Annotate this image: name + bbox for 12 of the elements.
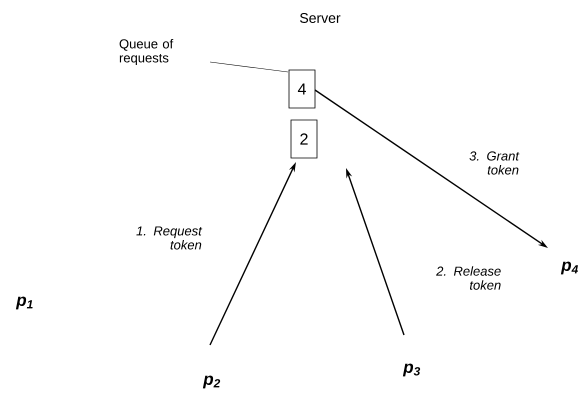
edge-label: 3. Grant token [469, 151, 520, 175]
process-label: p$_{4}$ [560, 262, 578, 274]
process-label: p$_{1}$ [16, 296, 33, 310]
queue-entry-box: 4 [288, 70, 316, 108]
queue-entry-box: 2 [290, 120, 318, 158]
process-label: p$_{3}$ [402, 364, 420, 376]
leader-line [210, 62, 288, 72]
heading: Server [300, 13, 340, 23]
process-label: p$_{2}$ [202, 376, 220, 388]
edge-label: 1. Request token [136, 226, 202, 250]
edge-label: 2. Release token [436, 266, 501, 290]
callout-text: Queue of requests [120, 38, 174, 66]
